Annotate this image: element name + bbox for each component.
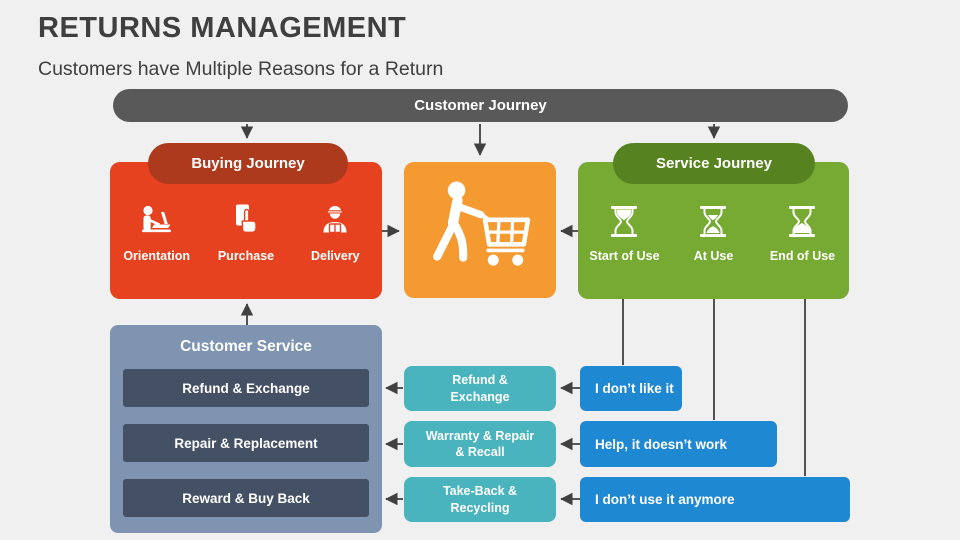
service-stages: Start of Use At Use: [578, 162, 849, 263]
shopping-cart-person-icon: [427, 179, 533, 282]
stage-label: Purchase: [217, 249, 275, 263]
remedy-refund-exchange: Refund & Exchange: [404, 366, 556, 411]
remedy-label-line1: Warranty & Repair: [425, 428, 535, 443]
remedy-label-line2: & Recall: [455, 445, 505, 459]
cs-option-label: Repair & Replacement: [174, 435, 318, 451]
cs-option-refund-exchange: Refund & Exchange: [123, 369, 369, 407]
remedy-label-line2: Exchange: [450, 389, 510, 404]
reason-label: I don’t use it anymore: [595, 492, 735, 507]
stage-label: End of Use: [769, 249, 836, 263]
reason-label: I don’t like it: [595, 381, 674, 396]
hourglass-end-icon: [784, 200, 820, 242]
service-journey-pill: Service Journey: [613, 143, 815, 184]
cs-option-repair-replacement: Repair & Replacement: [123, 424, 369, 462]
stage-delivery: Delivery: [291, 200, 379, 263]
cs-option-label: Reward & Buy Back: [182, 490, 310, 506]
hourglass-start-icon: [606, 200, 642, 242]
stage-end-of-use: End of Use: [758, 200, 846, 263]
remedy-label-line1: Take-Back &: [442, 484, 518, 499]
buying-journey-box: Orientation Purchase: [110, 162, 382, 299]
hourglass-mid-icon: [695, 200, 731, 242]
reason-dont-use-anymore: I don’t use it anymore: [580, 477, 850, 522]
stage-at-use: At Use: [669, 200, 757, 263]
remedy-warranty-repair-recall: Warranty & Repair & Recall: [404, 421, 556, 467]
page-title: RETURNS MANAGEMENT: [38, 12, 407, 44]
cs-option-label: Refund & Exchange: [182, 380, 310, 396]
buying-journey-pill: Buying Journey: [148, 143, 348, 184]
person-laptop-icon: [137, 200, 177, 242]
customer-service-panel: Customer Service Refund & Exchange Repai…: [110, 325, 382, 533]
customer-journey-bar: Customer Journey: [113, 89, 848, 122]
service-journey-label: Service Journey: [656, 155, 772, 172]
reason-label: Help, it doesn’t work: [595, 436, 728, 452]
buying-journey-label: Buying Journey: [191, 155, 305, 172]
stage-orientation: Orientation: [112, 200, 200, 263]
stage-label: At Use: [693, 249, 734, 263]
stage-label: Start of Use: [589, 249, 660, 263]
cart-box: [404, 162, 556, 298]
reason-doesnt-work: Help, it doesn’t work: [580, 421, 777, 467]
stage-purchase: Purchase: [202, 200, 290, 263]
stage-label: Delivery: [310, 249, 360, 263]
stage-start-of-use: Start of Use: [580, 200, 668, 263]
remedy-label-line2: Recycling: [450, 500, 510, 515]
cs-option-reward-buyback: Reward & Buy Back: [123, 479, 369, 517]
service-journey-box: Start of Use At Use: [578, 162, 849, 299]
buying-stages: Orientation Purchase: [110, 162, 382, 263]
stage-label: Orientation: [123, 249, 190, 263]
remedy-label-line1: Refund &: [452, 373, 508, 388]
customer-service-title: Customer Service: [180, 338, 312, 355]
credit-card-hand-icon: [226, 200, 266, 242]
page-subtitle: Customers have Multiple Reasons for a Re…: [38, 58, 444, 80]
remedy-takeback-recycling: Take-Back & Recycling: [404, 477, 556, 522]
reason-dont-like-it: I don’t like it: [580, 366, 682, 411]
customer-journey-label: Customer Journey: [414, 97, 547, 114]
delivery-person-icon: [315, 200, 355, 242]
